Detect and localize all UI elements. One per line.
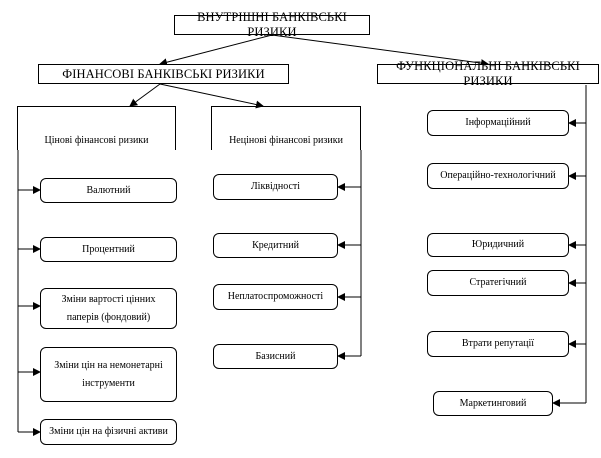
functional-item-reputation: Втрати репутації: [427, 331, 569, 357]
price-risks-pane: Цінові фінансові ризики: [17, 106, 176, 150]
nonprice-risks-label: Нецінові фінансові ризики: [229, 135, 343, 146]
nonprice-item-basis: Базисний: [213, 344, 338, 369]
root-node: ВНУТРІШНІ БАНКІВСЬКІ РИЗИКИ: [174, 10, 370, 39]
functional-item-marketing: Маркетинговий: [433, 391, 553, 416]
price-risks-label: Цінові фінансові ризики: [44, 135, 149, 146]
functional-item-strategic: Стратегічний: [427, 270, 569, 296]
nonprice-risks-pane: Нецінові фінансові ризики: [211, 106, 361, 150]
arrow-root-financial: [159, 34, 273, 67]
functional-item-legal: Юридичний: [427, 233, 569, 257]
functional-item-operational: Операційно-технологічний: [427, 163, 569, 189]
functional-risks-node: ФУНКЦІОНАЛЬНІ БАНКІВСЬКІ РИЗИКИ: [377, 59, 599, 88]
functional-item-information: Інформаційний: [427, 110, 569, 136]
price-item-currency: Валютний: [40, 178, 177, 203]
financial-risks-node: ФІНАНСОВІ БАНКІВСЬКІ РИЗИКИ: [38, 64, 289, 84]
nonprice-item-insolvency: Неплатоспроможності: [213, 284, 338, 310]
price-item-securities: Зміни вартості цінних паперів (фондовий): [40, 288, 177, 329]
nonprice-item-liquidity: Ліквідності: [213, 174, 338, 200]
price-item-nonmonetary: Зміни цін на немонетарні інструменти: [40, 347, 177, 402]
arrow-financial-nonprice: [159, 83, 264, 109]
price-item-interest: Процентний: [40, 237, 177, 262]
arrow-financial-price: [129, 83, 161, 107]
price-item-physical-assets: Зміни цін на фізичні активи: [40, 419, 177, 445]
nonprice-item-credit: Кредитний: [213, 233, 338, 258]
arrow-root-functional: [271, 34, 489, 68]
